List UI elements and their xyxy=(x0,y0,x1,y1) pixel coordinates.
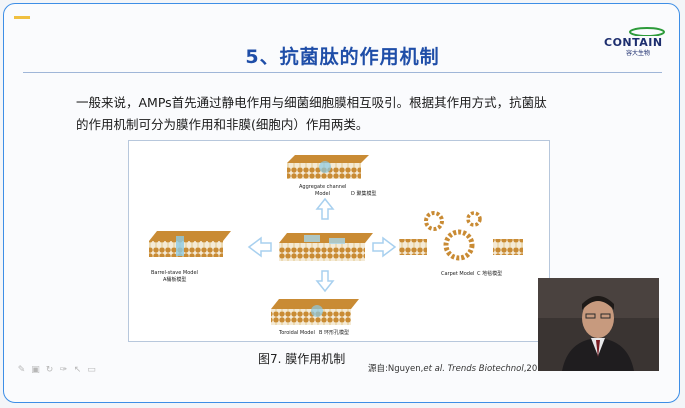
slide-paragraph: 一般来说，AMPs首先通过静电作用与细菌细胞膜相互吸引。根据其作用方式，抗菌肽 … xyxy=(76,92,596,136)
slide-toolbar: ✎ ▣ ↻ ✑ ↖ ▭ xyxy=(17,366,96,375)
refresh-icon[interactable]: ↻ xyxy=(45,365,54,375)
arrow-left-icon xyxy=(247,236,272,258)
source-prefix: 源自:Nguyen, xyxy=(368,364,424,374)
source-journal: et al. Trends Biotechnol xyxy=(423,364,524,374)
barrel-membrane xyxy=(149,231,231,257)
mechanism-diagram: Aggregate channel Model D 聚集模型 Barrel-st… xyxy=(149,155,523,336)
carpet-membrane xyxy=(399,211,523,261)
figure-caption: 图7. 膜作用机制 xyxy=(258,352,346,366)
logo-subtitle: 容大生物 xyxy=(626,50,651,57)
source-year: ,2011 xyxy=(523,364,549,374)
figure-source: 源自:Nguyen,et al. Trends Biotechnol,2011 xyxy=(368,362,548,374)
paragraph-line-1: 一般来说，AMPs首先通过静电作用与细菌细胞膜相互吸引。根据其作用方式，抗菌肽 xyxy=(76,95,547,110)
aggregate-label-2: Model xyxy=(315,191,330,197)
accent-bar xyxy=(14,16,30,19)
carpet-cn-label: C 地毯模型 xyxy=(477,270,502,277)
mechanism-figure: Aggregate channel Model D 聚集模型 Barrel-st… xyxy=(128,140,550,342)
arrow-down-icon xyxy=(315,270,335,293)
pointer-icon[interactable]: ✑ xyxy=(59,365,68,375)
title-divider xyxy=(23,72,662,73)
screen-icon[interactable]: ▣ xyxy=(31,365,40,375)
carpet-label: Carpet Model xyxy=(441,271,474,277)
pen-icon[interactable]: ✎ xyxy=(17,365,26,375)
toroidal-label: Toroidal Model xyxy=(278,330,315,336)
toroidal-cn-label: B 环形孔模型 xyxy=(319,329,349,336)
presenter-webcam xyxy=(538,278,659,371)
paragraph-line-2: 的作用机制可分为膜作用和非膜(细胞内）作用两类。 xyxy=(76,117,369,132)
slide-title: 5、抗菌肽的作用机制 xyxy=(245,46,440,68)
company-logo: CONTAIN 容大生物 xyxy=(604,26,666,57)
aggregate-cn-label: D 聚集模型 xyxy=(351,190,376,197)
barrel-cn-label: A桶板模型 xyxy=(163,276,186,283)
video-icon[interactable]: ▭ xyxy=(87,365,96,375)
barrel-label: Barrel-stave Model xyxy=(151,270,198,276)
arrow-up-icon xyxy=(315,197,335,220)
center-membrane xyxy=(279,233,373,261)
aggregate-membrane xyxy=(287,155,369,179)
logo-swoosh-icon xyxy=(629,27,665,36)
aggregate-label: Aggregate channel xyxy=(299,184,346,190)
arrow-right-icon xyxy=(372,236,397,258)
cursor-icon[interactable]: ↖ xyxy=(73,365,82,375)
logo-name: CONTAIN xyxy=(604,36,663,49)
toroidal-membrane xyxy=(271,299,359,325)
presenter-image xyxy=(538,278,659,371)
